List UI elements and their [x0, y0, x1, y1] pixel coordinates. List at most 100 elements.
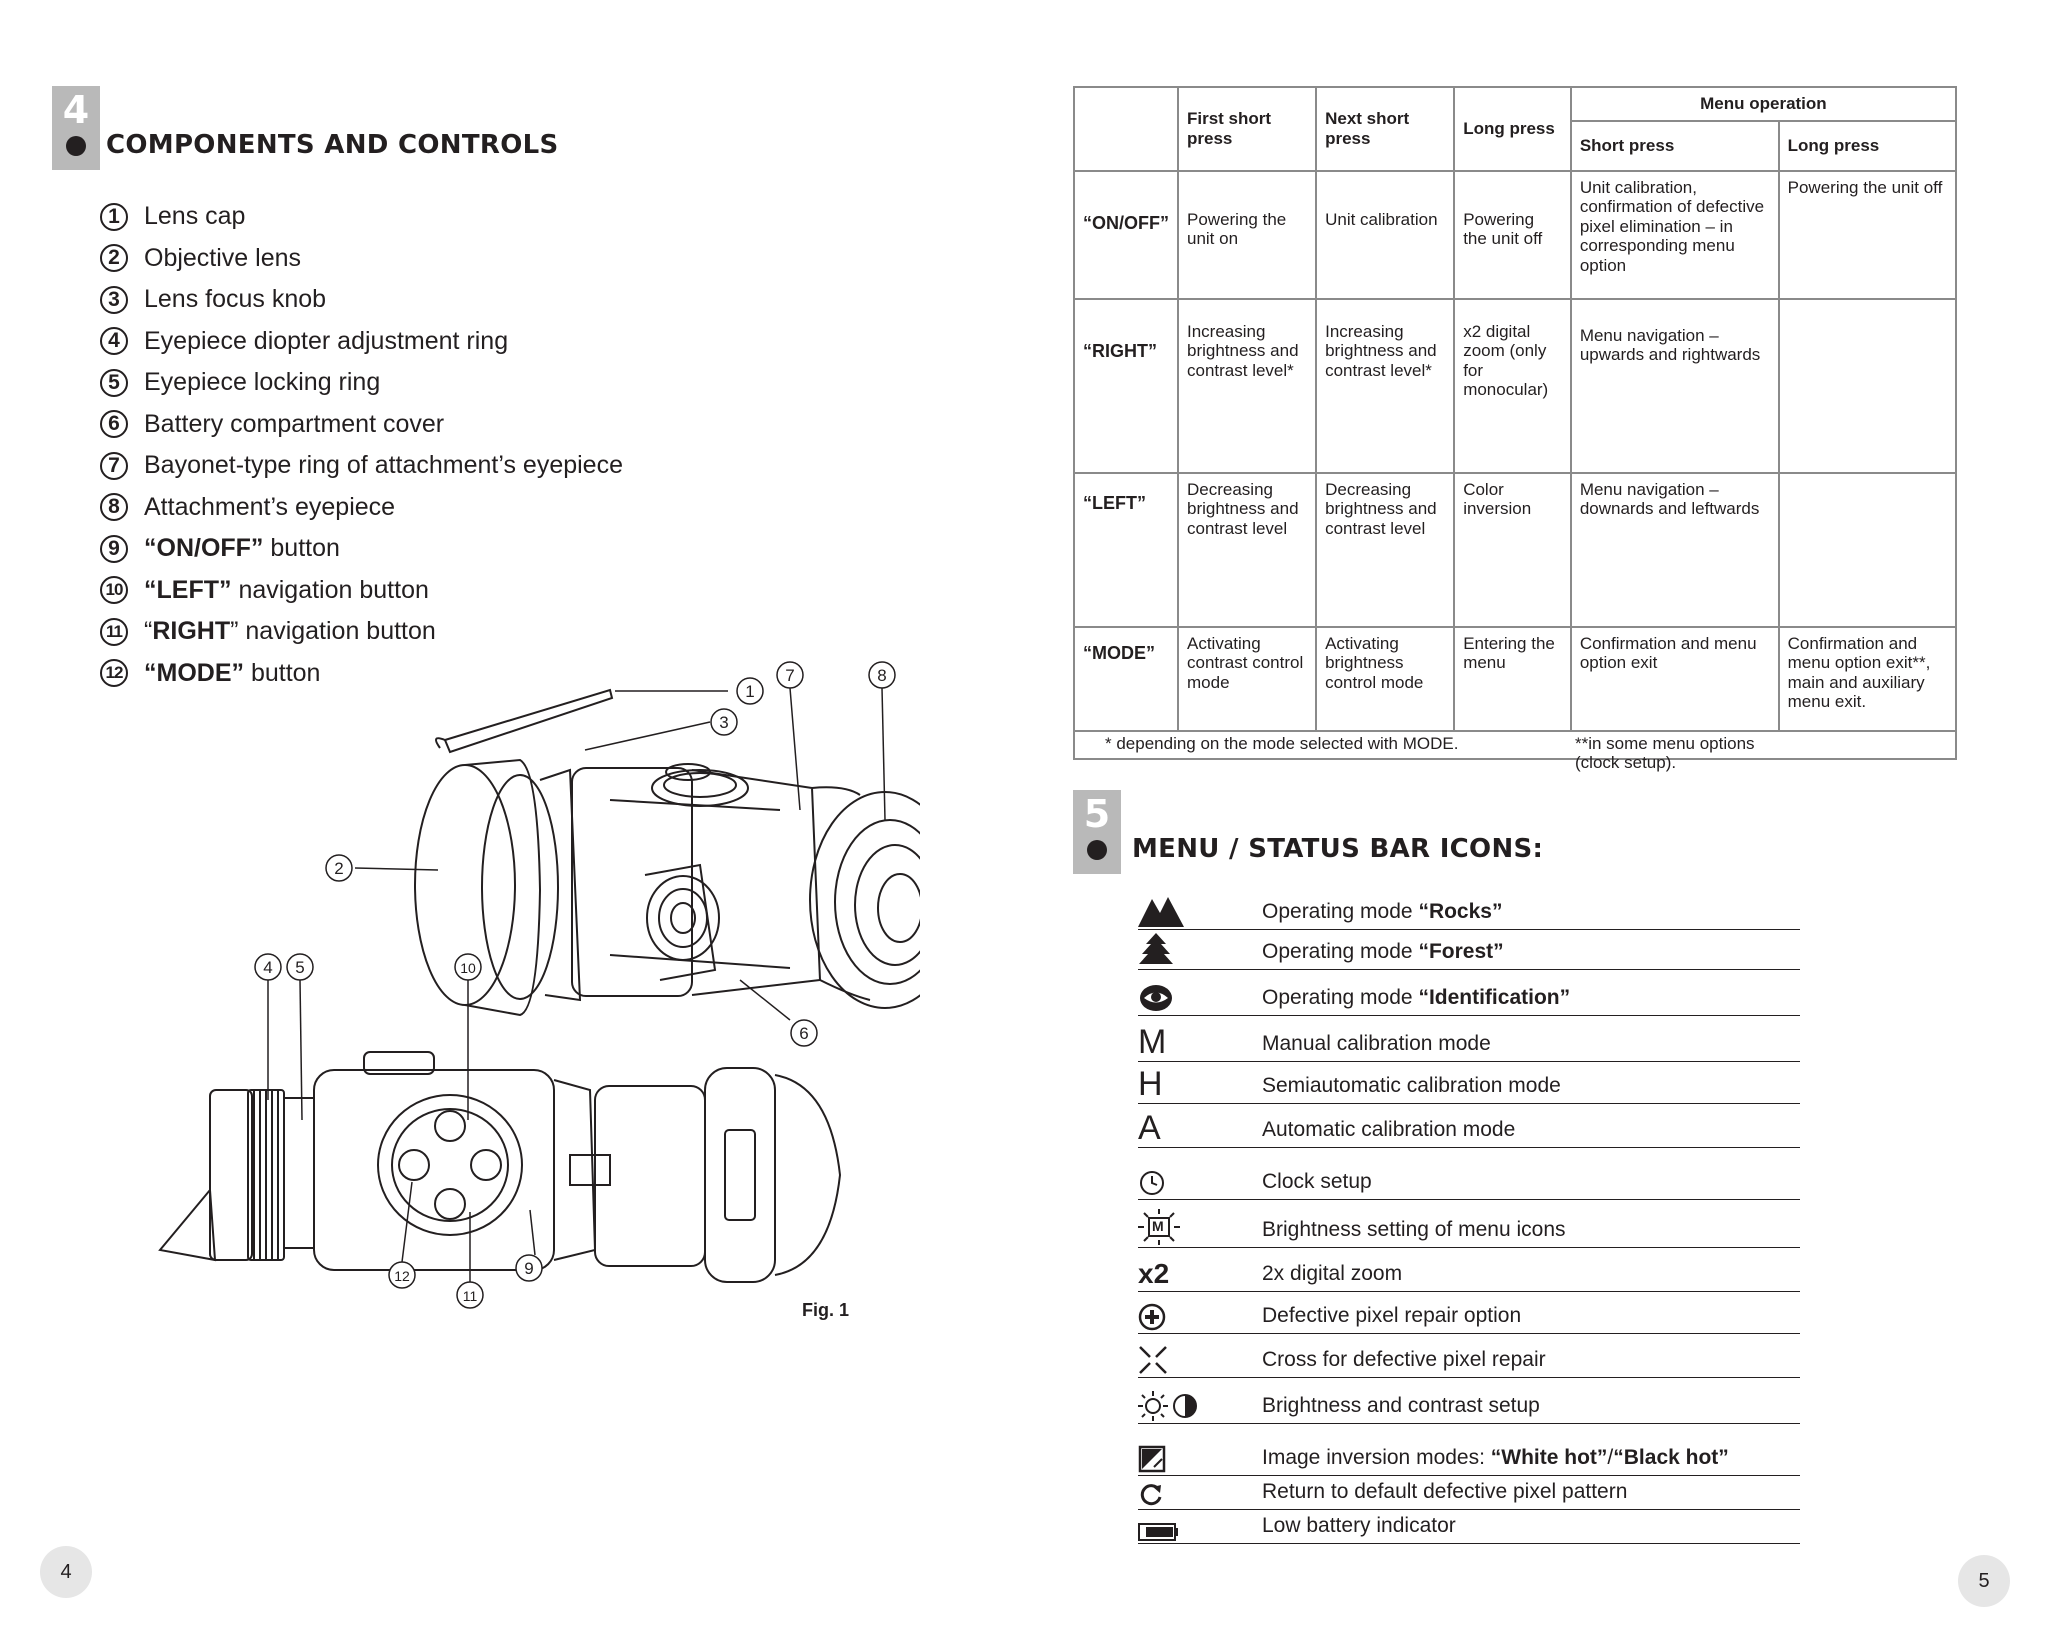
item-number: 7: [100, 451, 128, 480]
callout-9: 9: [515, 1254, 543, 1282]
footnote-end: [1778, 729, 1958, 760]
item-label: Battery compartment cover: [144, 409, 445, 438]
cell: Powering the unit on: [1176, 169, 1318, 300]
callouts: 1 3 2 7 8 6 4 5 10 12 11 9: [254, 661, 896, 1309]
letter-a-icon: A: [1138, 1109, 1161, 1147]
cell: Activating contrast control mode: [1176, 625, 1318, 732]
page-number-left: 4: [40, 1546, 92, 1598]
device-side-view: [414, 688, 920, 1017]
item-number: 3: [100, 285, 128, 314]
section-tab-4: 4: [52, 86, 100, 170]
header-next-short: Next short press: [1315, 86, 1456, 172]
row-button: “ON/OFF”: [1073, 169, 1179, 300]
table-corner: [1073, 86, 1179, 172]
item-label-pre: “: [144, 617, 153, 646]
item-label: button: [263, 534, 340, 563]
footnote-right: **in some menu options (clock setup).: [1575, 733, 1755, 773]
cell: Powering the unit off: [1777, 169, 1958, 300]
list-item: Return to default defective pixel patter…: [1138, 1476, 1800, 1510]
svg-text:8: 8: [877, 666, 886, 685]
callout-8: 8: [868, 661, 896, 689]
cell: Decreasing brightness and contrast level: [1176, 471, 1318, 628]
list-item: Cross for defective pixel repair: [1138, 1334, 1800, 1378]
table-row: “RIGHT” Increasing brightness and contra…: [1073, 297, 1958, 474]
callout-7: 7: [776, 661, 804, 689]
list-item: Operating mode “Forest”: [1138, 930, 1800, 970]
header-menu-short: Short press: [1569, 119, 1780, 172]
icon-label: Operating mode: [1262, 940, 1419, 963]
cell: Increasing brightness and contrast level…: [1176, 297, 1318, 474]
list-item: M Brightness setting of menu icons: [1138, 1200, 1800, 1248]
svg-text:6: 6: [799, 1024, 808, 1043]
list-item: 11“RIGHT” navigation button: [100, 611, 623, 653]
list-item: Operating mode “Identification”: [1138, 970, 1800, 1016]
cell: Unit calibration: [1315, 169, 1456, 300]
list-item: Clock setup: [1138, 1148, 1800, 1200]
item-label: Lens focus knob: [144, 285, 327, 314]
item-label: Lens cap: [144, 202, 246, 231]
list-item: H Semiautomatic calibration mode: [1138, 1062, 1800, 1104]
cell: Powering the unit off: [1453, 169, 1572, 300]
icon-legend: Operating mode “Rocks” Operating mode “F…: [1138, 888, 1800, 1544]
header-menu-operation: Menu operation: [1569, 86, 1958, 122]
icon-label: Return to default defective pixel patter…: [1262, 1480, 1628, 1503]
item-label-bold: “LEFT”: [144, 575, 232, 604]
cell: [1777, 471, 1958, 628]
item-number: 8: [100, 493, 128, 522]
item-label: navigation button: [231, 575, 429, 604]
item-label-bold: “MODE”: [144, 658, 244, 687]
row-button: “MODE”: [1073, 625, 1179, 732]
list-item: M Manual calibration mode: [1138, 1016, 1800, 1062]
callout-4: 4: [254, 953, 282, 981]
item-label-bold: RIGHT: [152, 617, 231, 646]
cross-icon: [1139, 1346, 1167, 1374]
list-item: 12“MODE” button: [100, 653, 623, 695]
header-first-short: First short press: [1176, 86, 1318, 172]
callout-5: 5: [286, 953, 314, 981]
row-button: “RIGHT”: [1073, 297, 1179, 474]
icon-label-bold-2: “Black hot”: [1613, 1446, 1729, 1469]
list-item: 3 Lens focus knob: [100, 279, 623, 321]
cell: Color inversion: [1453, 471, 1572, 628]
list-item: Defective pixel repair option: [1138, 1292, 1800, 1334]
icon-label-bold: “White hot”: [1490, 1446, 1608, 1469]
bullet-dot: [66, 136, 86, 156]
footnote-left: * depending on the mode selected with MO…: [1105, 733, 1459, 753]
mountains-icon: [1138, 897, 1184, 927]
item-number: 6: [100, 410, 128, 439]
callout-10: 10: [454, 953, 482, 981]
list-item: 10 “LEFT” navigation button: [100, 570, 623, 612]
list-item: Brightness and contrast setup: [1138, 1378, 1800, 1424]
table-row: “LEFT” Decreasing brightness and contras…: [1073, 471, 1958, 628]
cell: [1777, 297, 1958, 474]
callout-1: 1: [736, 677, 764, 705]
svg-text:5: 5: [295, 958, 304, 977]
list-item: A Automatic calibration mode: [1138, 1104, 1800, 1148]
callout-6: 6: [790, 1019, 818, 1047]
cell: Menu navigation – upwards and rightwards: [1569, 297, 1780, 474]
item-number: 12: [100, 659, 128, 688]
cell: x2 digital zoom (only for monocular): [1453, 297, 1572, 474]
tree-icon: [1139, 933, 1173, 964]
list-item: Low battery indicator: [1138, 1510, 1800, 1544]
icon-label: Image inversion modes:: [1262, 1446, 1491, 1469]
icon-label: Operating mode: [1262, 986, 1419, 1009]
item-number: 11: [100, 617, 128, 646]
icon-label: Brightness setting of menu icons: [1262, 1218, 1566, 1241]
svg-text:1: 1: [745, 682, 754, 701]
icon-label: Semiautomatic calibration mode: [1262, 1074, 1561, 1097]
item-number: 10: [100, 576, 128, 605]
item-label: Attachment’s eyepiece: [144, 492, 396, 521]
header-long: Long press: [1453, 86, 1572, 172]
icon-label: Brightness and contrast setup: [1262, 1394, 1540, 1417]
brightness-m-icon: M: [1138, 1209, 1180, 1245]
eye-icon: [1140, 985, 1172, 1011]
list-item: 6 Battery compartment cover: [100, 404, 623, 446]
zoom-x2-icon: x2: [1138, 1258, 1170, 1289]
header-menu-long: Long press: [1777, 119, 1958, 172]
item-label: Eyepiece diopter adjustment ring: [144, 326, 509, 355]
battery-icon: [1138, 1523, 1178, 1541]
